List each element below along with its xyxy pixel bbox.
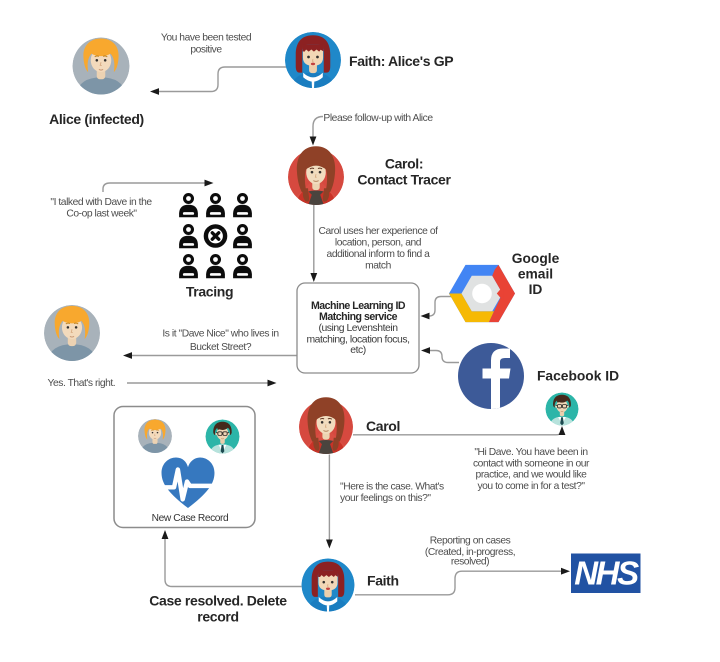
svg-text:Carol: Carol <box>366 418 400 434</box>
svg-text:location, person, and: location, person, and <box>335 238 422 249</box>
svg-text:Contact Tracer: Contact Tracer <box>357 172 451 188</box>
svg-text:practice, and we would like: practice, and we would like <box>476 470 588 481</box>
svg-text:Tracing: Tracing <box>186 284 233 300</box>
svg-text:resolved): resolved) <box>451 557 489 568</box>
svg-text:record: record <box>197 609 238 625</box>
svg-text:Carol:: Carol: <box>385 156 423 172</box>
svg-text:Google: Google <box>512 251 560 266</box>
svg-text:Faith: Faith <box>367 573 399 589</box>
svg-text:your feelings on this?": your feelings on this?" <box>340 493 431 504</box>
svg-text:matching, location focus,: matching, location focus, <box>306 334 409 345</box>
svg-text:ID: ID <box>529 282 543 297</box>
svg-text:Faith: Alice's GP: Faith: Alice's GP <box>349 53 453 69</box>
svg-text:Bucket Street?: Bucket Street? <box>190 342 252 353</box>
svg-text:additional inform to find a: additional inform to find a <box>327 249 431 260</box>
svg-text:"Hi Dave. You have been in: "Hi Dave. You have been in <box>474 447 588 458</box>
svg-text:you to come in for a test?": you to come in for a test?" <box>477 481 585 492</box>
svg-text:etc): etc) <box>350 345 366 356</box>
svg-text:Reporting on cases: Reporting on cases <box>430 536 511 547</box>
svg-text:Facebook ID: Facebook ID <box>537 369 619 384</box>
svg-text:email: email <box>518 267 553 282</box>
svg-text:You have been tested: You have been tested <box>161 33 252 44</box>
svg-text:Alice (infected): Alice (infected) <box>49 111 144 127</box>
svg-text:"I talked with Dave in the: "I talked with Dave in the <box>50 197 152 208</box>
svg-text:Case resolved. Delete: Case resolved. Delete <box>149 593 287 609</box>
svg-text:New Case Record: New Case Record <box>152 513 229 524</box>
svg-text:Is it "Dave Nice" who lives in: Is it "Dave Nice" who lives in <box>162 329 279 340</box>
svg-text:(Created, in-progress,: (Created, in-progress, <box>425 547 515 558</box>
svg-text:Carol uses her experience of: Carol uses her experience of <box>318 226 438 237</box>
svg-text:"Here is the case. What's: "Here is the case. What's <box>340 482 444 493</box>
svg-text:NHS: NHS <box>574 555 639 592</box>
svg-text:(using Levenshtein: (using Levenshtein <box>318 323 398 334</box>
svg-text:match: match <box>365 261 392 272</box>
svg-text:Yes. That's right.: Yes. That's right. <box>48 378 116 389</box>
svg-text:contact with someone in our: contact with someone in our <box>473 458 590 469</box>
svg-text:positive: positive <box>190 45 222 56</box>
svg-text:Co-op last week": Co-op last week" <box>66 208 137 219</box>
svg-text:Matching service: Matching service <box>319 311 398 323</box>
svg-text:Machine Learning ID: Machine Learning ID <box>311 300 406 312</box>
svg-text:Please follow-up with Alice: Please follow-up with Alice <box>323 113 433 124</box>
